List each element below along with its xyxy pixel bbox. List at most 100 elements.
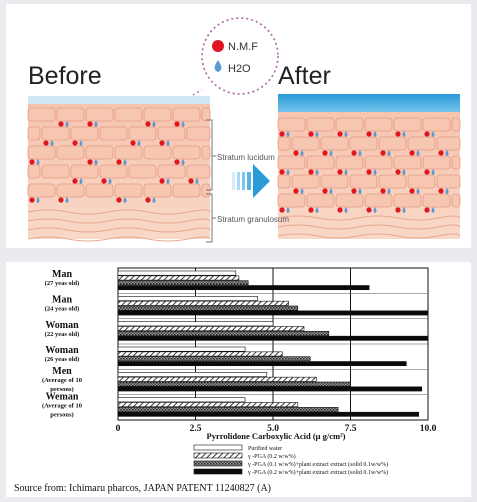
skin-cell [172, 183, 201, 198]
skin-cell [143, 107, 172, 122]
bar-dense [117, 331, 330, 336]
nmf-dot-icon [101, 178, 107, 184]
legend-swatch [193, 468, 243, 475]
nmf-dot-icon [380, 188, 386, 194]
nmf-dot-icon [322, 150, 328, 156]
water-drop-icon [402, 131, 406, 137]
nmf-dot-icon [424, 207, 430, 213]
legend-label: γ -PGA (0.1 w/w%)+plant extract extract … [247, 461, 388, 468]
skin-cell [378, 136, 407, 151]
skin-cell [451, 117, 461, 132]
nmf-dot-icon [395, 207, 401, 213]
nmf-dot-icon [72, 140, 78, 146]
water-drop-icon [402, 169, 406, 175]
skin-cell [422, 117, 451, 132]
bar-dense [117, 381, 351, 387]
bar-dense [117, 280, 249, 286]
skin-cell [41, 164, 70, 179]
skin-cell [172, 107, 201, 122]
bar-black [117, 386, 423, 392]
nmf-dot-icon [145, 197, 151, 203]
legend-swatch [193, 444, 243, 451]
water-drop-icon [137, 140, 141, 146]
category-label: (Average of 10 [42, 402, 82, 409]
nmf-dot-icon [337, 169, 343, 175]
skin-cell [201, 107, 211, 122]
nmf-dot-icon [130, 140, 136, 146]
category-label: (22 yeas old) [45, 331, 80, 338]
nmf-dot-icon [337, 207, 343, 213]
water-drop-icon [445, 188, 449, 194]
skin-cell [99, 164, 128, 179]
skin-cell [320, 136, 349, 151]
nmf-dot-icon [438, 150, 444, 156]
skin-illustration: Before After N.M.F H2O [6, 4, 471, 248]
skin-cell [277, 174, 291, 189]
water-drop-icon [195, 178, 199, 184]
bar-hatch [117, 275, 240, 281]
nmf-dot-icon [43, 140, 49, 146]
nmf-dot-icon [29, 197, 35, 203]
after-skin-block [277, 94, 461, 239]
nmf-dot-icon [366, 169, 372, 175]
x-tick-label: 7.5 [345, 424, 357, 434]
skin-cell [27, 183, 56, 198]
skin-cell [85, 107, 114, 122]
skin-cell [291, 174, 320, 189]
skin-cell [157, 164, 186, 179]
water-drop-icon [108, 178, 112, 184]
water-drop-icon [431, 131, 435, 137]
nmf-dot-icon [322, 188, 328, 194]
water-drop-icon [358, 150, 362, 156]
skin-cell [128, 126, 157, 141]
skin-cell [114, 145, 143, 160]
skin-cell [306, 193, 335, 208]
water-drop-icon [358, 188, 362, 194]
skin-cell [349, 136, 378, 151]
water-drop-icon [373, 207, 377, 213]
nmf-dot-icon [395, 131, 401, 137]
bar-hatch [117, 326, 305, 332]
bar-white [117, 372, 268, 377]
legend-label: γ -PGA (0.2 w/w%)+plant extract extract … [247, 469, 388, 476]
skin-cell [85, 183, 114, 198]
granulosum-line [27, 218, 211, 224]
legend-swatch [193, 460, 243, 467]
skin-cell [277, 136, 291, 151]
bar-black [117, 310, 429, 316]
bar-hatch [117, 300, 289, 306]
bar-hatch [117, 351, 283, 357]
water-drop-icon [329, 150, 333, 156]
nmf-dot-icon [116, 197, 122, 203]
water-drop-icon [123, 197, 127, 203]
water-drop-icon [387, 188, 391, 194]
water-drop-icon [286, 169, 290, 175]
nmf-dot-icon [87, 159, 93, 165]
skin-cell [422, 155, 451, 170]
water-drop-icon [373, 131, 377, 137]
granulosum-line [27, 209, 211, 215]
water-drop-icon [181, 121, 185, 127]
skin-cell [436, 136, 461, 151]
skin-cell [27, 145, 56, 160]
skin-cell [143, 145, 172, 160]
skin-cell [451, 193, 461, 208]
category-label: (26 yeas old) [45, 356, 80, 363]
bar-black [117, 361, 407, 367]
skin-cell [349, 174, 378, 189]
nmf-dot-icon [438, 188, 444, 194]
granulosum-line [277, 224, 461, 230]
nmf-h2o-bubble: N.M.F H2O [175, 17, 279, 125]
water-drop-icon [152, 197, 156, 203]
skin-cell [335, 117, 364, 132]
water-drop-icon [181, 159, 185, 165]
bar-white [117, 321, 274, 327]
nmf-dot-icon [308, 169, 314, 175]
skin-cell [186, 126, 211, 141]
bar-dense [117, 356, 311, 362]
skin-cell [364, 193, 393, 208]
category-label: (27 yeas old) [45, 280, 80, 287]
water-drop-icon [344, 169, 348, 175]
nmf-dot-icon [409, 188, 415, 194]
granulosum-line [27, 227, 211, 233]
